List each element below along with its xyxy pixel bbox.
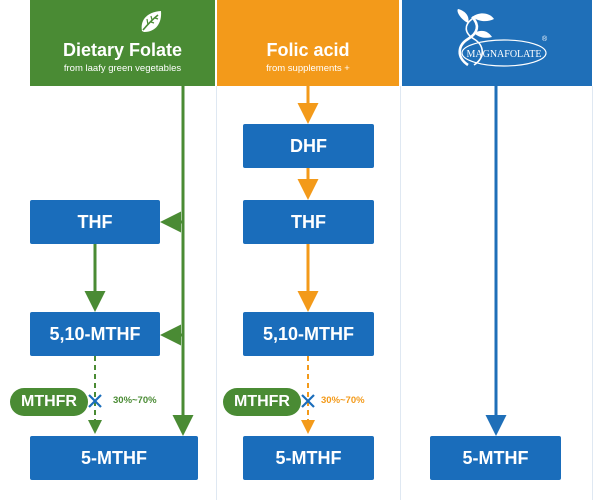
brand-name: MAGNAFOLATE: [467, 49, 542, 60]
node-5-mthf: 5-MTHF: [430, 436, 561, 480]
enzyme-badge: MTHFR: [10, 388, 88, 416]
column-title: Dietary Folate: [62, 40, 183, 60]
column-subtitle: from supplements +: [266, 63, 350, 74]
node-dhf: DHF: [243, 124, 374, 168]
leaf-icon: [141, 11, 162, 32]
dietary-folate-header: Dietary Folate from laafy green vegetabl…: [30, 0, 215, 86]
folic-acid-header: Folic acid from supplements +: [217, 0, 399, 86]
magnafolate-header: MAGNAFOLATE ®: [402, 0, 592, 86]
node-5-mthf: 5-MTHF: [243, 436, 374, 480]
column-title: Folic acid: [266, 40, 350, 60]
node-thf: THF: [30, 200, 160, 244]
node-5-10-mthf: 5,10-MTHF: [243, 312, 374, 356]
cross-icon: [88, 394, 102, 408]
column-divider: [216, 86, 217, 500]
brand-logo-icon: MAGNAFOLATE ®: [457, 9, 548, 67]
brand-registered-mark: ®: [542, 35, 548, 43]
node-5-10-mthf: 5,10-MTHF: [30, 312, 160, 356]
enzyme-badge: MTHFR: [223, 388, 301, 416]
efficiency-label: 30%~70%: [113, 395, 157, 406]
efficiency-label: 30%~70%: [321, 395, 365, 406]
column-divider: [400, 86, 401, 500]
cross-icon: [301, 394, 315, 408]
column-divider: [592, 86, 593, 500]
node-thf: THF: [243, 200, 374, 244]
column-subtitle: from laafy green vegetables: [63, 63, 182, 74]
node-5-mthf: 5-MTHF: [30, 436, 198, 480]
